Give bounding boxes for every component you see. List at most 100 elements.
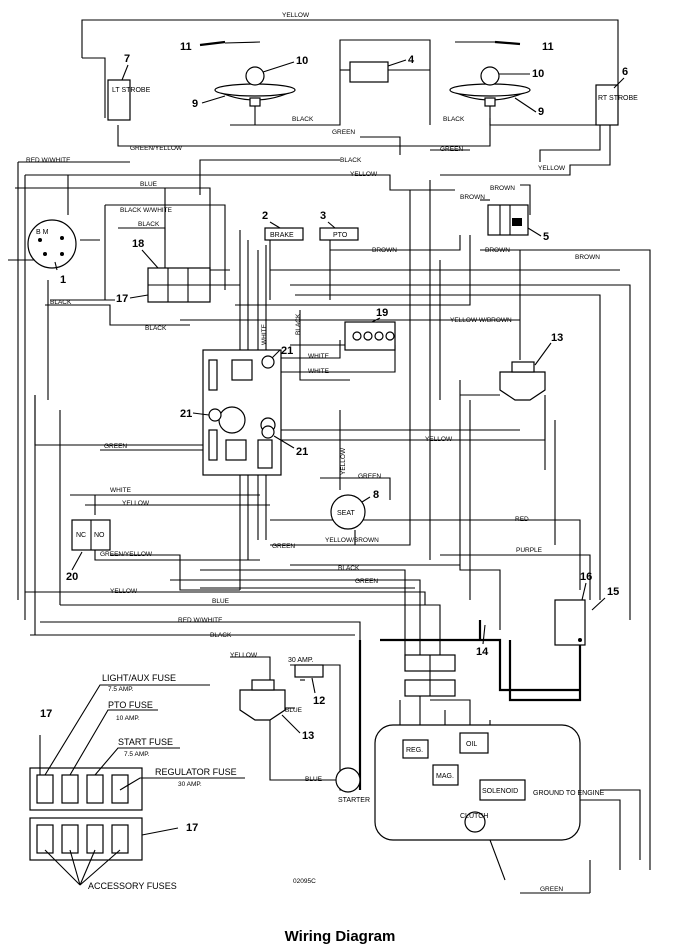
wire-label-yellow-1: YELLOW bbox=[350, 171, 378, 178]
callout-1: 1 bbox=[60, 274, 66, 286]
wire-label-green-3: GREEN bbox=[104, 443, 127, 450]
fuse-regulator-amp: 30 AMP. bbox=[178, 781, 202, 788]
wire-label-black-1: BLACK bbox=[292, 116, 314, 123]
wire-label-black-3: BLACK bbox=[340, 157, 362, 164]
wire-label-blue-2: BLUE bbox=[212, 598, 230, 605]
switch-20: NC NO bbox=[71, 519, 111, 551]
fuse-accessory-label: ACCESSORY FUSES bbox=[88, 881, 177, 891]
callout-16: 16 bbox=[580, 571, 592, 583]
callout-10-left: 10 bbox=[296, 55, 308, 67]
hour-meter-19 bbox=[344, 321, 396, 351]
wire-label-brown-4: BROWN bbox=[485, 247, 510, 254]
wire-label-yellow-brown: YELLOW/BROWN bbox=[325, 537, 379, 544]
brake-switch: BRAKE bbox=[264, 227, 304, 241]
part-code: 02095C bbox=[293, 878, 316, 885]
wire-label-green-2: GREEN bbox=[440, 146, 463, 153]
ignition-switch: B M bbox=[27, 219, 77, 269]
callout-13-lower: 13 bbox=[302, 730, 314, 742]
callout-11-left: 11 bbox=[180, 41, 192, 53]
callout-8: 8 bbox=[373, 489, 379, 501]
wire-label-blue-3: BLUE bbox=[285, 707, 303, 714]
callout-10-right: 10 bbox=[532, 68, 544, 80]
wire-label-green-6: GREEN bbox=[355, 578, 378, 585]
wire-label-black-white: BLACK W/WHITE bbox=[120, 207, 173, 214]
callout-15: 15 bbox=[607, 586, 619, 598]
wire-label-black-5: BLACK bbox=[50, 299, 72, 306]
brake-switch-label: BRAKE bbox=[270, 232, 294, 239]
rt-strobe-label: RT STROBE bbox=[598, 95, 638, 102]
callout-21-top: 21 bbox=[281, 345, 293, 357]
wire-label-yellow-5: YELLOW bbox=[110, 588, 138, 595]
wire-label-blue-1: BLUE bbox=[140, 181, 158, 188]
light-connector bbox=[349, 61, 389, 83]
rt-strobe: RT STROBE bbox=[595, 84, 638, 126]
wire-label-yellow-v: YELLOW bbox=[340, 447, 347, 475]
wiring-diagram: LT STROBE RT STROBE B M BRAKE PTO bbox=[8, 12, 651, 894]
callout-6: 6 bbox=[622, 66, 628, 78]
switch-20-no: NO bbox=[94, 532, 105, 539]
connector-13-lower bbox=[239, 679, 286, 721]
lt-strobe: LT STROBE bbox=[107, 79, 151, 121]
fuse-block bbox=[29, 684, 245, 886]
callout-21-bottom: 21 bbox=[296, 446, 308, 458]
callout-3: 3 bbox=[320, 210, 326, 222]
switch-18 bbox=[147, 267, 211, 303]
wire-label-brown-1: BROWN bbox=[490, 185, 515, 192]
fuse-light-aux-label: LIGHT/AUX FUSE bbox=[102, 673, 176, 683]
callout-18: 18 bbox=[132, 238, 144, 250]
seat-switch-label: SEAT bbox=[337, 510, 355, 517]
starter: STARTER bbox=[335, 767, 370, 804]
wire-label-green-5: GREEN bbox=[272, 543, 295, 550]
wire-label-red-white-2: RED W/WHITE bbox=[178, 617, 223, 624]
wire-label-yellow-6: YELLOW bbox=[230, 652, 258, 659]
wire-label-red: RED bbox=[515, 516, 529, 523]
switch-20-nc: NC bbox=[76, 532, 86, 539]
wire-label-white-1: WHITE bbox=[308, 353, 330, 360]
wire-label-green-yellow: GREEN/YELLOW bbox=[130, 145, 183, 152]
wire-label-yellow-3: YELLOW bbox=[425, 436, 453, 443]
solenoid-label: SOLENOID bbox=[482, 788, 518, 795]
pto-switch: PTO bbox=[319, 227, 359, 241]
fuse-start-amp: 7.5 AMP. bbox=[124, 751, 150, 758]
wire-label-purple: PURPLE bbox=[516, 547, 543, 554]
wire-label-black-2: BLACK bbox=[443, 116, 465, 123]
work-light-right bbox=[455, 40, 521, 46]
callout-21-left: 21 bbox=[180, 408, 192, 420]
relay-5 bbox=[487, 204, 529, 236]
callout-13-upper: 13 bbox=[551, 332, 563, 344]
wire-labels: YELLOW BLACK BLACK GREEN GREEN/YELLOW GR… bbox=[26, 12, 600, 893]
wire-harness bbox=[8, 19, 651, 894]
wire-label-yellow-2: YELLOW bbox=[538, 165, 566, 172]
callout-20: 20 bbox=[66, 571, 78, 583]
callout-17-top: 17 bbox=[116, 293, 128, 305]
wire-label-yellow-4: YELLOW bbox=[122, 500, 150, 507]
wire-label-brown-5: BROWN bbox=[575, 254, 600, 261]
engine: REG. OIL MAG. SOLENOID CLUTCH GROUND TO … bbox=[374, 724, 605, 841]
seat-switch: SEAT bbox=[330, 494, 366, 530]
reg-label: REG. bbox=[406, 747, 423, 754]
wire-label-yellow-top: YELLOW bbox=[282, 12, 310, 19]
engine-connector bbox=[404, 654, 456, 697]
wire-label-green-yellow-2: GREEN/YELLOW bbox=[100, 551, 153, 558]
pto-switch-label: PTO bbox=[333, 232, 348, 239]
callout-14: 14 bbox=[476, 646, 489, 658]
callout-2: 2 bbox=[262, 210, 268, 222]
wire-label-green-7: GREEN bbox=[540, 886, 563, 893]
control-module bbox=[202, 349, 282, 476]
fuse-labels: LIGHT/AUX FUSE 7.5 AMP. PTO FUSE 10 AMP.… bbox=[88, 673, 237, 891]
headlight-right bbox=[449, 66, 531, 107]
oil-label: OIL bbox=[466, 741, 477, 748]
callouts: 1 2 3 4 5 6 7 8 9 9 10 10 11 11 12 13 13… bbox=[40, 41, 628, 834]
callout-4: 4 bbox=[408, 54, 415, 66]
wire-label-brown-2: BROWN bbox=[460, 194, 485, 201]
wire-label-black-7: BLACK bbox=[338, 565, 360, 572]
wire-label-green-4: GREEN bbox=[358, 473, 381, 480]
callout-7: 7 bbox=[124, 53, 130, 65]
callout-17-left: 17 bbox=[40, 708, 52, 720]
clutch-label: CLUTCH bbox=[460, 813, 488, 820]
wire-label-black-6: BLACK bbox=[145, 325, 167, 332]
fuse-30amp: 30 AMP. bbox=[288, 657, 324, 678]
wire-label-white-v: WHITE bbox=[261, 323, 268, 345]
lt-strobe-label: LT STROBE bbox=[112, 87, 151, 94]
wire-label-black-v: BLACK bbox=[295, 313, 302, 335]
